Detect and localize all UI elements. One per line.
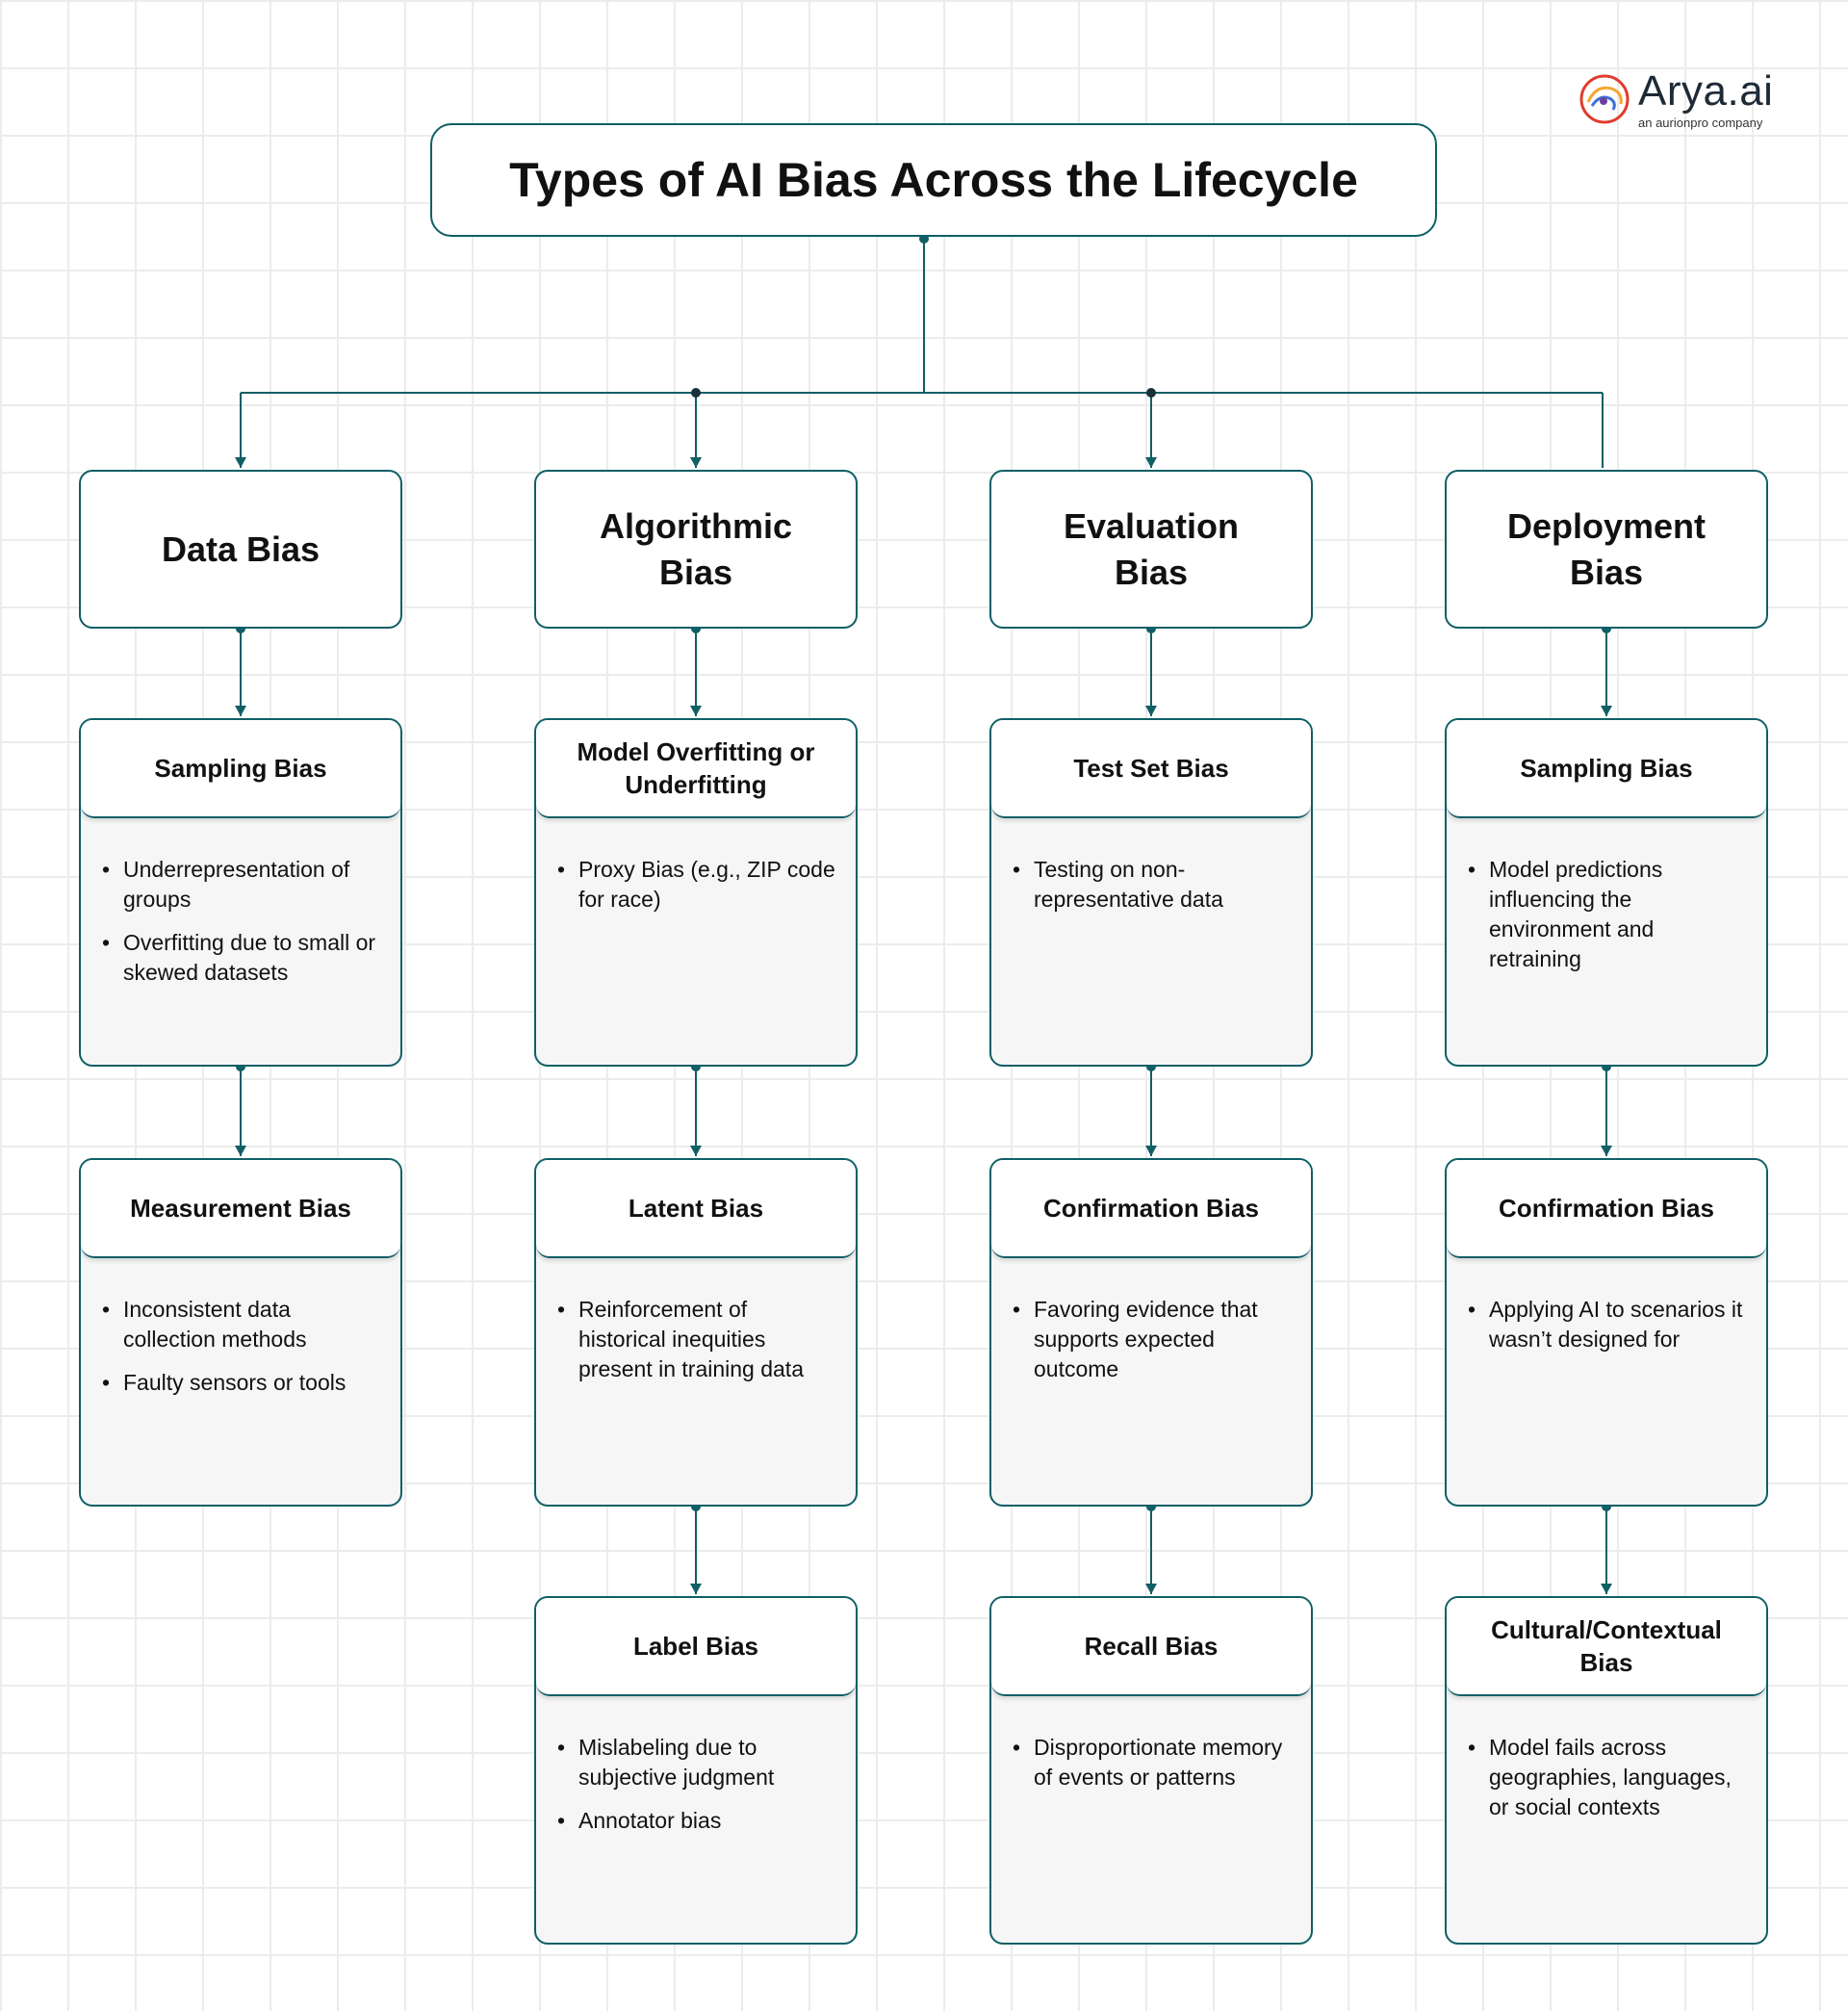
list-item: Annotator bias [557, 1806, 840, 1836]
arrow-head-icon [1145, 1146, 1157, 1156]
bullet-list: Favoring evidence that supports expected… [991, 1258, 1311, 1384]
bullet-list: Underrepresentation of groups Overfittin… [81, 818, 400, 988]
list-item: Model predictions influencing the enviro… [1468, 855, 1751, 974]
card-heading: Confirmation Bias [1043, 1194, 1259, 1223]
card-model-overfitting: Model Overfitting or Underfitting Proxy … [534, 718, 858, 1067]
card-header: Label Bias [536, 1598, 856, 1696]
card-sampling-bias: Sampling Bias Underrepresentation of gro… [79, 718, 402, 1067]
list-item: Disproportionate memory of events or pat… [1013, 1733, 1296, 1792]
card-heading: Confirmation Bias [1499, 1194, 1714, 1223]
card-header: Cultural/Contextual Bias [1447, 1598, 1766, 1696]
card-latent-bias: Latent Bias Reinforcement of historical … [534, 1158, 858, 1507]
card-heading: Sampling Bias [154, 754, 327, 783]
list-item: Applying AI to scenarios it wasn’t desig… [1468, 1295, 1751, 1354]
arrow-head-icon [690, 706, 702, 716]
card-heading: Recall Bias [1084, 1632, 1219, 1661]
bullet-list: Proxy Bias (e.g., ZIP code for race) [536, 818, 856, 915]
card-test-set-bias: Test Set Bias Testing on non-representat… [989, 718, 1313, 1067]
category-data-bias: Data Bias [79, 470, 402, 629]
category-label: Data Bias [161, 529, 321, 569]
list-item: Mislabeling due to subjective judgment [557, 1733, 840, 1792]
list-item: Faulty sensors or tools [102, 1368, 385, 1398]
card-header: Sampling Bias [1447, 720, 1766, 818]
category-label: Algorithmic Bias [599, 505, 792, 592]
list-item: Reinforcement of historical inequities p… [557, 1295, 840, 1384]
bullet-list: Model predictions influencing the enviro… [1447, 818, 1766, 974]
card-heading: Cultural/Contextual Bias [1491, 1615, 1722, 1677]
card-confirmation-bias-deployment: Confirmation Bias Applying AI to scenari… [1445, 1158, 1768, 1507]
card-sampling-bias-deployment: Sampling Bias Model predictions influenc… [1445, 718, 1768, 1067]
category-label: Deployment Bias [1506, 505, 1707, 592]
arrow-head-icon [1145, 457, 1157, 468]
list-item: Model fails across geographies, language… [1468, 1733, 1751, 1822]
card-heading: Test Set Bias [1073, 754, 1229, 783]
card-label-bias: Label Bias Mislabeling due to subjective… [534, 1596, 858, 1945]
card-heading: Sampling Bias [1520, 754, 1693, 783]
category-algorithmic-bias: Algorithmic Bias [534, 470, 858, 629]
category-label: Evaluation Bias [1063, 505, 1240, 592]
bullet-list: Disproportionate memory of events or pat… [991, 1696, 1311, 1792]
bullet-list: Model fails across geographies, language… [1447, 1696, 1766, 1822]
card-recall-bias: Recall Bias Disproportionate memory of e… [989, 1596, 1313, 1945]
list-item: Inconsistent data collection methods [102, 1295, 385, 1354]
arrow-head-icon [235, 457, 246, 468]
arrow-head-icon [1601, 706, 1612, 716]
list-item: Favoring evidence that supports expected… [1013, 1295, 1296, 1384]
card-header: Latent Bias [536, 1160, 856, 1258]
arrow-head-icon [690, 1584, 702, 1594]
arya-logo-icon [1579, 74, 1630, 124]
arrow-head-icon [690, 1146, 702, 1156]
list-item: Overfitting due to small or skewed datas… [102, 928, 385, 988]
arrow-head-icon [690, 457, 702, 468]
card-header: Recall Bias [991, 1598, 1311, 1696]
card-header: Test Set Bias [991, 720, 1311, 818]
arrow-head-icon [1601, 1584, 1612, 1594]
diagram-title: Types of AI Bias Across the Lifecycle [509, 153, 1358, 207]
card-cultural-contextual-bias: Cultural/Contextual Bias Model fails acr… [1445, 1596, 1768, 1945]
list-item: Proxy Bias (e.g., ZIP code for race) [557, 855, 840, 915]
category-evaluation-bias: Evaluation Bias [989, 470, 1313, 629]
brand-logo: Arya.ai an aurionpro company [1578, 67, 1773, 131]
arrow-head-icon [235, 706, 246, 716]
card-heading: Latent Bias [628, 1194, 764, 1223]
connector-dot [1146, 388, 1156, 398]
brand-tagline: an aurionpro company [1638, 116, 1763, 130]
card-confirmation-bias-evaluation: Confirmation Bias Favoring evidence that… [989, 1158, 1313, 1507]
brand-name: Arya.ai [1638, 67, 1774, 115]
card-heading: Measurement Bias [130, 1194, 351, 1223]
card-header: Confirmation Bias [991, 1160, 1311, 1258]
list-item: Testing on non-representative data [1013, 855, 1296, 915]
bullet-list: Applying AI to scenarios it wasn’t desig… [1447, 1258, 1766, 1354]
card-header: Measurement Bias [81, 1160, 400, 1258]
card-heading: Model Overfitting or Underfitting [577, 737, 815, 799]
arrow-head-icon [1601, 1146, 1612, 1156]
bullet-list: Testing on non-representative data [991, 818, 1311, 915]
card-header: Confirmation Bias [1447, 1160, 1766, 1258]
bullet-list: Inconsistent data collection methods Fau… [81, 1258, 400, 1398]
bullet-list: Reinforcement of historical inequities p… [536, 1258, 856, 1384]
arrow-head-icon [1145, 706, 1157, 716]
card-header: Model Overfitting or Underfitting [536, 720, 856, 818]
arrow-head-icon [1145, 1584, 1157, 1594]
card-header: Sampling Bias [81, 720, 400, 818]
bullet-list: Mislabeling due to subjective judgment A… [536, 1696, 856, 1836]
card-measurement-bias: Measurement Bias Inconsistent data colle… [79, 1158, 402, 1507]
arrow-head-icon [235, 1146, 246, 1156]
connector-dot [691, 388, 701, 398]
title-box: Types of AI Bias Across the Lifecycle [430, 123, 1437, 237]
category-deployment-bias: Deployment Bias [1445, 470, 1768, 629]
card-heading: Label Bias [632, 1632, 759, 1661]
list-item: Underrepresentation of groups [102, 855, 385, 915]
